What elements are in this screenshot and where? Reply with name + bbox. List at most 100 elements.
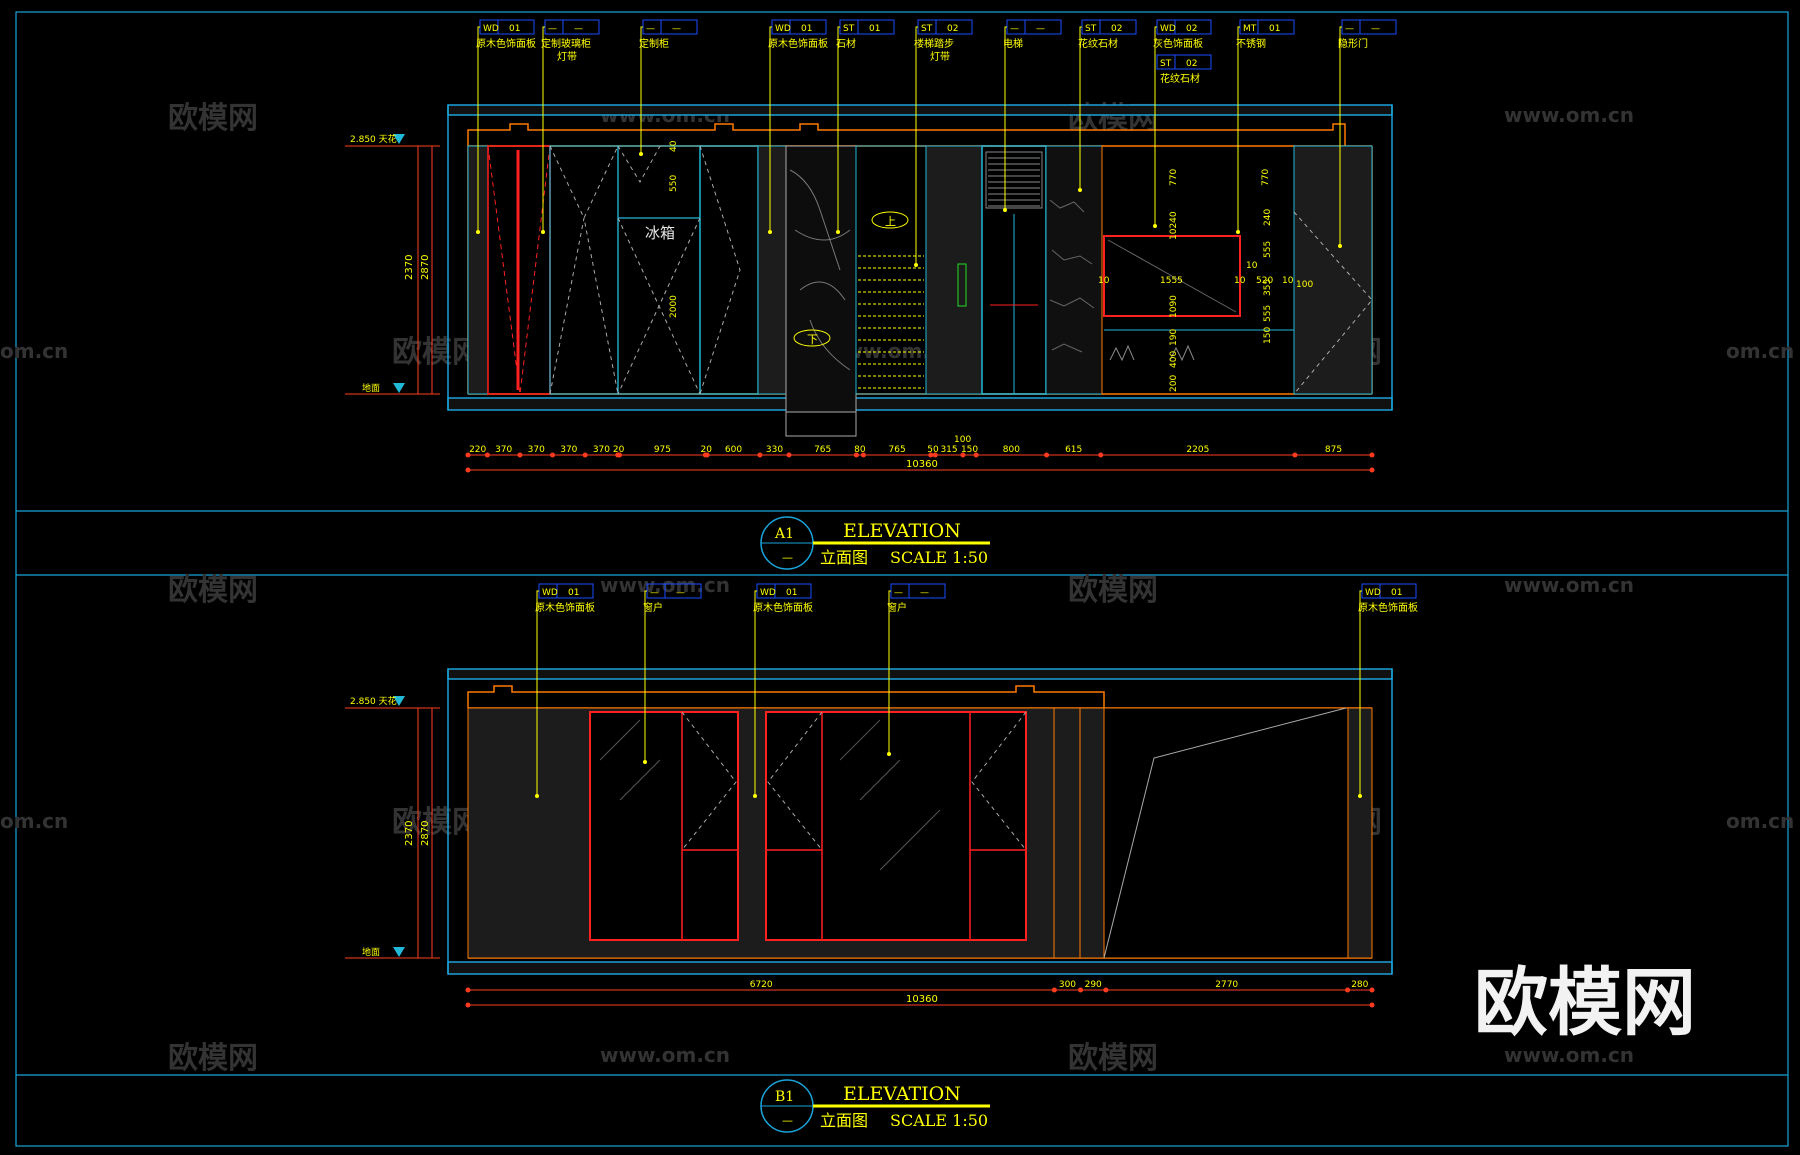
wood-panel (757, 145, 787, 395)
stair-down-label: 下 (807, 333, 818, 346)
dim-550: 550 (669, 175, 679, 192)
watermark-url: om.cn (0, 339, 68, 363)
tag-code: — (548, 24, 557, 34)
dim-value: 370 (495, 445, 512, 455)
tag-box (1156, 54, 1212, 70)
leader-dot (914, 263, 918, 267)
tag-label: 灰色饰面板 (1153, 37, 1203, 50)
level-triangle (393, 696, 405, 706)
floor-slab-a (447, 397, 1393, 411)
dim-tick (465, 1002, 471, 1008)
dim-100: 100 (954, 435, 971, 445)
dim-555: 555 (1263, 241, 1273, 258)
tag-code: ST (843, 24, 855, 34)
leader-line (1004, 26, 1007, 210)
sheet-frames (15, 11, 1789, 1147)
tag-code: MT (1243, 24, 1257, 34)
leader-dot (643, 760, 647, 764)
leader-dot (1236, 230, 1240, 234)
tag-num: 01 (1391, 588, 1402, 598)
tag-label: 原木色饰面板 (1358, 601, 1418, 614)
title-en: ELEVATION (843, 1083, 961, 1105)
tag-num: — (1371, 24, 1380, 34)
dim-10: 10 (1246, 261, 1258, 271)
title-cn: 立面图 (820, 1111, 868, 1130)
dim-value: 300 (1059, 980, 1076, 990)
level-markers-a: 2.850 天花 地面 2370 2870 (345, 133, 440, 395)
leader-line (769, 26, 772, 232)
outer-frame (15, 11, 1789, 1147)
dim-value: 80 (854, 445, 866, 455)
title-en: ELEVATION (843, 520, 961, 542)
height-dim-inner: 2870 (420, 255, 431, 280)
dim-tick (1345, 987, 1351, 993)
leader-line (915, 26, 918, 265)
tv-hatch (1107, 239, 1237, 313)
watermark-url: om.cn (1726, 809, 1794, 833)
dim-value: 765 (889, 445, 906, 455)
tag-label: 原木色饰面板 (535, 601, 595, 614)
dim-value: 220 (469, 445, 486, 455)
dim-tick (1044, 452, 1050, 458)
leader-dot (1153, 224, 1157, 228)
dim-150: 150 (1263, 327, 1273, 344)
tag-code: ST (1160, 59, 1172, 69)
window-frame (589, 711, 739, 941)
title-id: B1 (775, 1089, 794, 1105)
dim-2000: 2000 (669, 295, 679, 318)
watermark-url: om.cn (0, 809, 68, 833)
leader-line (1079, 26, 1082, 190)
leader-line (542, 26, 545, 232)
dim-tick (960, 452, 966, 458)
dim-tick (1103, 987, 1109, 993)
interior-dims-a: 40 550 2000 770 770 10240 1090 190 400 2… (669, 140, 1313, 392)
dim-770: 770 (1261, 169, 1271, 186)
dim-tick (465, 987, 471, 993)
title-sub: — (782, 1114, 793, 1127)
tag-num: 01 (801, 24, 812, 34)
dim-tick (465, 467, 471, 473)
stone-pattern (1049, 199, 1095, 353)
watermark-cn: 欧模网 (1068, 1041, 1158, 1076)
elevator-vent (985, 151, 1043, 209)
tag-num: 01 (786, 588, 797, 598)
title-block-a: A1 — ELEVATION 立面图 SCALE 1:50 (760, 516, 990, 570)
open-area (1103, 707, 1349, 959)
leader-dot (1078, 188, 1082, 192)
open-door-swing (1103, 707, 1347, 959)
dim-tick (1369, 987, 1375, 993)
tag-num: 02 (947, 24, 958, 34)
door-swing-mark (487, 145, 551, 395)
floor-level: 地面 (362, 382, 380, 394)
cabinet-door (699, 145, 759, 395)
material-tag: ——窗户 (887, 583, 946, 756)
tag-code: — (650, 588, 659, 598)
dim-520: 520 (1256, 276, 1273, 286)
leader-dot (768, 230, 772, 234)
tag-label: 电梯 (1003, 37, 1023, 50)
tag-num: 01 (1269, 24, 1280, 34)
tag-label: 隐形门 (1338, 37, 1368, 50)
dim-tick (465, 452, 471, 458)
leader-line (754, 590, 757, 796)
tag-num: 01 (869, 24, 880, 34)
tag-label: 定制柜 (639, 37, 669, 50)
wood-panel (1053, 707, 1081, 959)
windows (589, 711, 1027, 941)
tv-screen (1103, 235, 1241, 317)
leader-dot (639, 152, 643, 156)
dim-tick (932, 452, 938, 458)
tag-code: WD (483, 24, 499, 34)
custom-cabinets (549, 145, 759, 395)
tag-num: — (920, 588, 929, 598)
title-cn: 立面图 (820, 548, 868, 567)
